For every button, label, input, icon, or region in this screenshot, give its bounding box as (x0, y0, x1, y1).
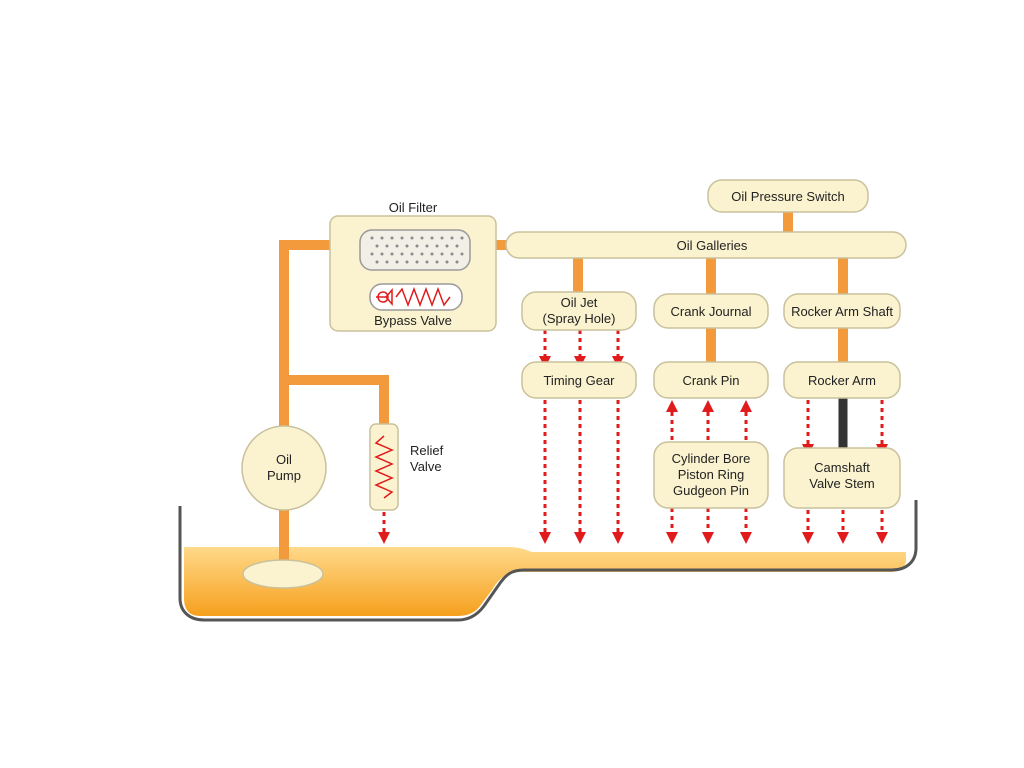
cylinder-bore-label: Cylinder Bore (672, 451, 751, 466)
rocker-arm-shaft-label: Rocker Arm Shaft (791, 304, 893, 319)
rocker-arm-box: Rocker Arm (783, 361, 901, 399)
relief-valve: Relief Valve (369, 423, 444, 511)
timing-gear-box: Timing Gear (521, 361, 637, 399)
oil-jet-label-line2: (Spray Hole) (543, 311, 616, 326)
gudgeon-pin-label: Gudgeon Pin (673, 483, 749, 498)
rocker-arm-shaft-box: Rocker Arm Shaft (783, 293, 901, 329)
piston-ring-label: Piston Ring (678, 467, 744, 482)
cylinder-bore-box: Cylinder Bore Piston Ring Gudgeon Pin (653, 441, 769, 509)
crank-pin-box: Crank Pin (653, 361, 769, 399)
bypass-valve-label: Bypass Valve (374, 313, 452, 328)
relief-valve-spring-icon (374, 435, 394, 499)
oil-galleries: Oil Galleries (505, 231, 907, 259)
oil-pump-label-line1: Oil (276, 452, 292, 467)
relief-valve-label-line1: Relief (410, 443, 444, 458)
filter-element (359, 229, 471, 271)
oil-jet-label-line1: Oil Jet (561, 295, 598, 310)
valve-stem-label: Valve Stem (809, 476, 875, 491)
oil-pressure-switch-label: Oil Pressure Switch (731, 189, 844, 204)
oil-return-arrows (378, 330, 888, 544)
relief-valve-label-line2: Valve (410, 459, 442, 474)
oil-pump: Oil Pump (241, 425, 327, 511)
oil-strainer (242, 559, 324, 589)
rocker-arm-label: Rocker Arm (808, 373, 876, 388)
filter-element-dots-icon (370, 236, 464, 264)
bypass-valve-spring-icon (376, 286, 451, 308)
oil-jet-box: Oil Jet (Spray Hole) (521, 291, 637, 331)
crank-pin-label: Crank Pin (682, 373, 739, 388)
oil-filter-assembly: Oil Filter Bypass Valve (329, 200, 497, 332)
oil-galleries-label: Oil Galleries (677, 238, 748, 253)
crank-journal-box: Crank Journal (653, 293, 769, 329)
oil-level (184, 547, 906, 616)
crank-journal-label: Crank Journal (671, 304, 752, 319)
camshaft-box: Camshaft Valve Stem (783, 447, 901, 509)
pan-outline (178, 500, 918, 622)
oil-pan (178, 500, 918, 622)
camshaft-label: Camshaft (814, 460, 870, 475)
timing-gear-label: Timing Gear (543, 373, 615, 388)
oil-pressure-switch: Oil Pressure Switch (707, 179, 869, 213)
oil-filter-label: Oil Filter (389, 200, 438, 215)
oil-pump-label-line2: Pump (267, 468, 301, 483)
